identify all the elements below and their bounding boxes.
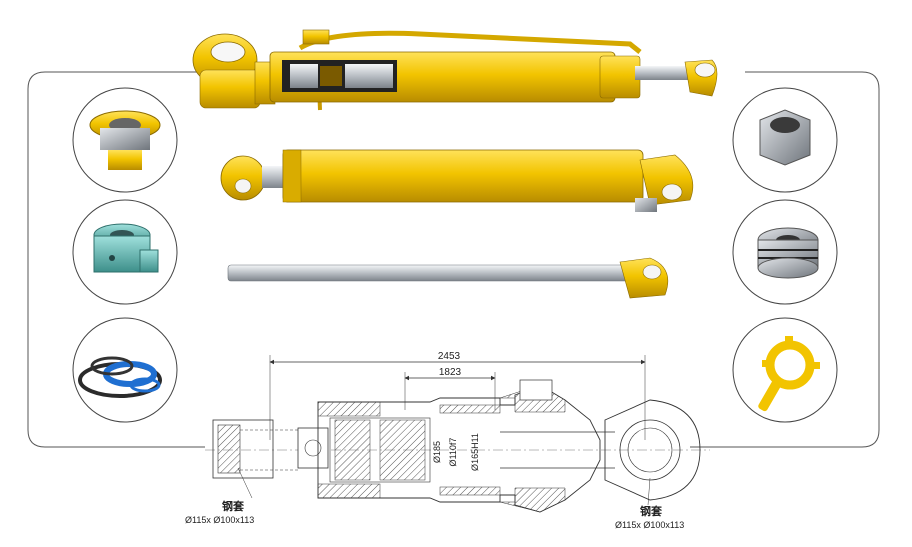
bushing-left-label: 钢套 <box>222 499 245 513</box>
bushing-right-size: Ø115x Ø100x113 <box>615 520 684 530</box>
bore-label-1: Ø185 <box>432 441 442 463</box>
cylinder-assembly <box>220 149 694 212</box>
seal-kit-icon <box>78 356 162 398</box>
part-circle-left-1 <box>72 87 178 193</box>
cylinder-assembly-cutaway <box>192 29 718 111</box>
part-circle-right-2 <box>732 199 838 305</box>
overall-length-label: 2453 <box>438 351 461 362</box>
piston-icon <box>757 227 819 279</box>
part-circle-right-3 <box>732 317 838 423</box>
bore-label-2: Ø110f7 <box>448 438 458 467</box>
frame-bracket <box>27 71 880 448</box>
part-circle-left-2 <box>72 199 178 305</box>
cylinder-head-flange-icon <box>89 110 161 170</box>
bushing-right-label: 钢套 <box>640 504 663 518</box>
part-circle-left-3 <box>72 317 178 423</box>
part-circle-right-1 <box>732 87 838 193</box>
bore-label-3: Ø165H11 <box>470 433 480 471</box>
stroke-length-label: 1823 <box>439 367 462 378</box>
teal-cylinder-head-icon <box>93 223 159 273</box>
technical-drawing: 2453 1823 Ø185 Ø110f7 Ø165H11 <box>205 351 710 513</box>
spanner-tool-icon <box>758 336 820 412</box>
gland-nut-icon <box>759 109 811 166</box>
piston-rod <box>227 257 669 299</box>
bushing-left-size: Ø115x Ø100x113 <box>185 515 254 525</box>
